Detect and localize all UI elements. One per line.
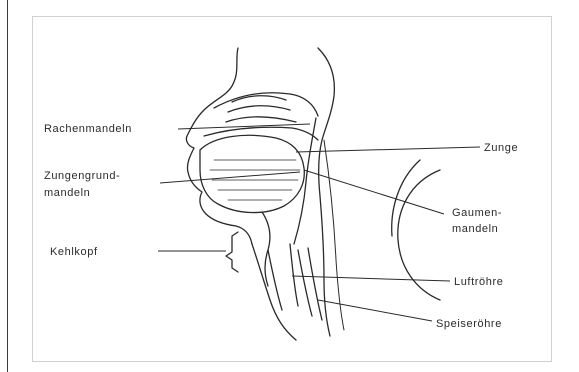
label-rachenmandeln: Rachenmandeln [44, 123, 132, 135]
larynx [262, 212, 270, 286]
leader-speiseroehre [318, 300, 432, 321]
neck-back-outline [318, 48, 334, 336]
leader-zungengrund [160, 172, 300, 183]
turbinate-2 [228, 106, 290, 112]
head-outline [186, 48, 252, 244]
neck-front-outline [252, 244, 296, 340]
pharynx-wall [294, 118, 316, 244]
label-kehlkopf: Kehlkopf [50, 246, 98, 258]
tongue [200, 135, 304, 212]
leader-gaumenmandeln [304, 170, 444, 214]
label-zungengrund-line1: Zungengrund- [44, 170, 120, 182]
label-luftroehre: Luftröhre [454, 276, 503, 288]
leader-zunge [296, 147, 480, 152]
kehlkopf-bracket [226, 232, 238, 272]
turbinate-3 [226, 117, 296, 122]
label-speiseroehre: Speiseröhre [436, 318, 502, 330]
label-gaumen-line2: mandeln [452, 223, 498, 235]
label-zunge: Zunge [484, 142, 518, 154]
label-zungengrund-line2: mandeln [44, 187, 90, 199]
shoulder-curve-2 [392, 160, 420, 236]
tongue-texture [210, 160, 300, 200]
leader-luftroehre [292, 276, 450, 281]
trachea-back [290, 244, 298, 306]
label-gaumen-line1: Gaumen- [452, 207, 502, 219]
